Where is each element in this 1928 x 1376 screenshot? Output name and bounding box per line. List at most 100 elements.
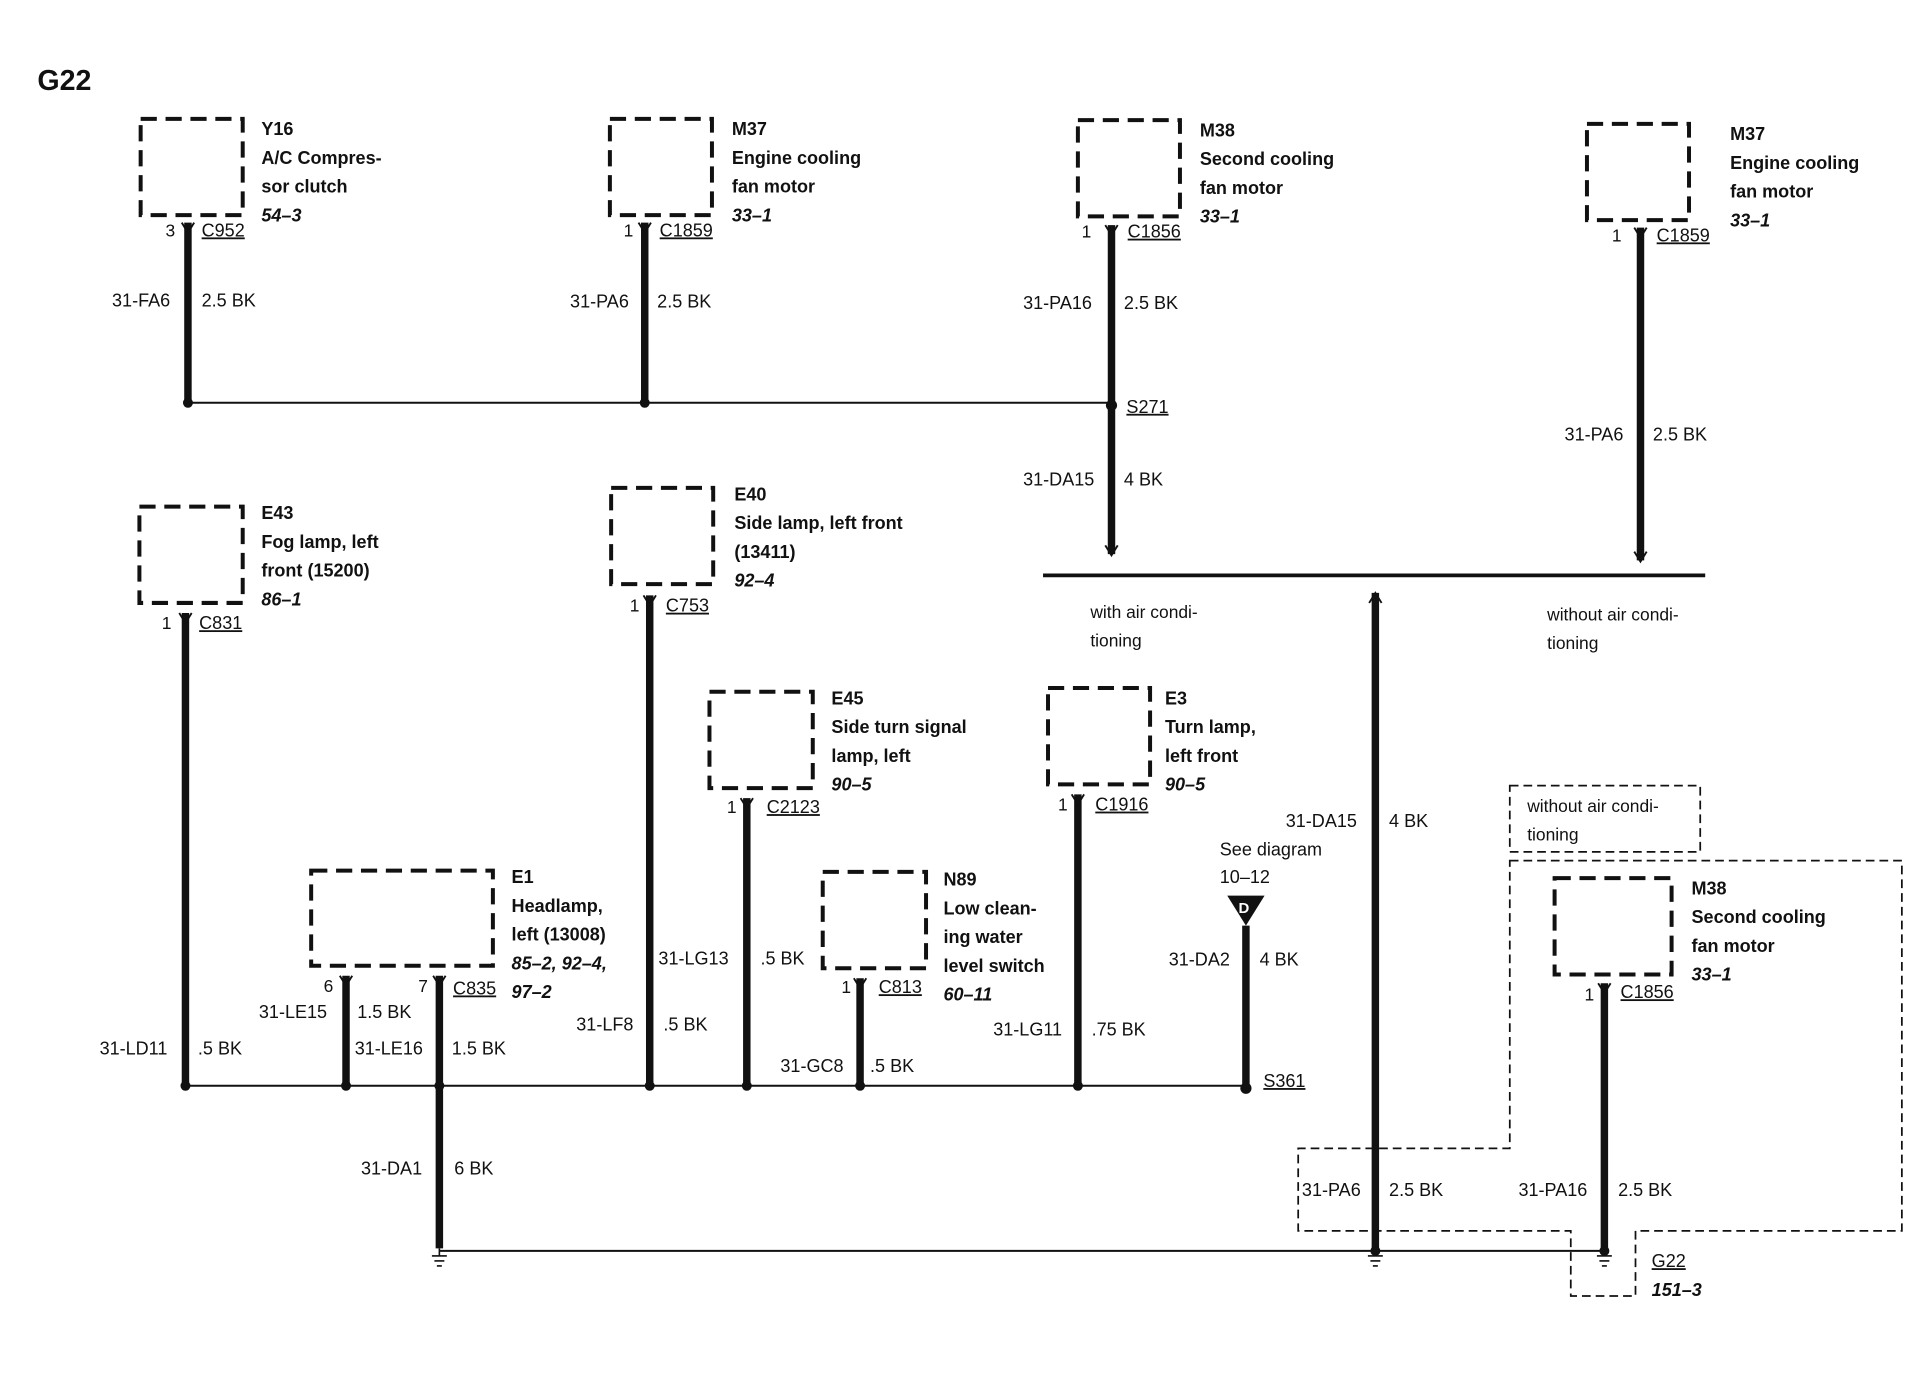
connector-label: C813 xyxy=(879,977,922,997)
pin-number: 7 xyxy=(418,976,428,996)
component-id: E45 xyxy=(831,688,863,708)
component-name: left front xyxy=(1165,746,1238,766)
component-name: Second cooling xyxy=(1200,149,1334,169)
wire-circuit-label: 31-DA15 xyxy=(1286,811,1357,831)
component-name: Fog lamp, left xyxy=(261,532,378,552)
diagram-title: G22 xyxy=(37,65,91,97)
option-note: tioning xyxy=(1527,825,1578,845)
wire-circuit-label: 31-LD11 xyxy=(100,1038,168,1058)
component-name: Second cooling xyxy=(1692,907,1826,927)
component-m37-right: M37 Engine cooling fan motor 33–1 1 C185… xyxy=(1584,121,1859,245)
wire-spec-label: 1.5 BK xyxy=(452,1038,506,1058)
component-name: fan motor xyxy=(1730,182,1813,202)
component-box-m37 xyxy=(607,116,714,218)
component-id: M38 xyxy=(1200,120,1235,140)
splice-label-s271: S271 xyxy=(1126,397,1168,417)
component-box-e3 xyxy=(1046,685,1153,787)
junction-dot xyxy=(434,1080,445,1091)
wire-spec-label: 2.5 BK xyxy=(202,290,256,310)
component-name: lamp, left xyxy=(831,746,910,766)
component-id: Y16 xyxy=(261,119,293,139)
component-id: E1 xyxy=(512,867,534,887)
component-box-n89 xyxy=(820,869,929,971)
junction-dot xyxy=(855,1080,866,1091)
pin-number: 1 xyxy=(727,797,737,817)
component-name: Engine cooling xyxy=(1730,153,1859,173)
option-region-outline xyxy=(1297,859,1903,1297)
wire-circuit-label: 31-LG11 xyxy=(993,1020,1062,1040)
component-name: Low clean- xyxy=(943,898,1036,918)
component-ref: 33–1 xyxy=(1730,210,1770,230)
wire-circuit-label: 31-DA2 xyxy=(1169,950,1230,970)
component-ref: 54–3 xyxy=(261,205,301,225)
junction-dot xyxy=(182,397,193,408)
pin-number: 6 xyxy=(324,976,334,996)
option-note: without air condi- xyxy=(1526,796,1659,816)
component-e1: E1 Headlamp, left (13008) 85–2, 92–4, 97… xyxy=(309,867,607,1002)
component-name: ing water xyxy=(943,927,1022,947)
connector-label: C1859 xyxy=(660,220,713,240)
component-ref: 92–4 xyxy=(734,571,774,591)
component-box-e45 xyxy=(707,689,815,791)
component-m38-lower: M38 Second cooling fan motor 33–1 1 C185… xyxy=(1552,876,1826,1005)
component-name: A/C Compres- xyxy=(261,148,381,168)
pin-number: 1 xyxy=(624,220,634,240)
option-note: with air condi- xyxy=(1089,602,1198,622)
component-id: M38 xyxy=(1692,878,1727,898)
wire-spec-label: 2.5 BK xyxy=(1124,293,1178,313)
component-name: (13411) xyxy=(734,542,795,562)
component-box-m38 xyxy=(1075,118,1182,219)
pin-number: 1 xyxy=(1584,985,1594,1005)
pin-number: 1 xyxy=(1612,225,1622,245)
connector-label: C952 xyxy=(202,220,245,240)
connector-label: C2123 xyxy=(767,797,820,817)
wire-circuit-label: 31-PA6 xyxy=(1565,424,1624,444)
splice-label-s361: S361 xyxy=(1263,1071,1305,1091)
component-m38-top: M38 Second cooling fan motor 33–1 1 C185… xyxy=(1075,118,1334,242)
pin-number: 3 xyxy=(166,220,176,240)
component-box-y16 xyxy=(138,116,245,218)
ground-label-g22: G22 xyxy=(1652,1251,1686,1271)
connector-fork-marks xyxy=(178,222,1648,995)
wire-circuit-label: 31-GC8 xyxy=(780,1056,843,1076)
wire-spec-label: 2.5 BK xyxy=(1618,1180,1672,1200)
wire-circuit-label: 31-PA6 xyxy=(1302,1180,1361,1200)
wire-spec-label: .5 BK xyxy=(663,1015,707,1035)
component-e45: E45 Side turn signal lamp, left 90–5 1 C… xyxy=(707,688,967,817)
junction-dot xyxy=(180,1080,191,1091)
component-y16: Y16 A/C Compres- sor clutch 54–3 3 C952 xyxy=(138,116,382,240)
ground-symbol xyxy=(1367,1250,1383,1267)
wire-circuit-label: 31-LG13 xyxy=(658,948,728,968)
component-id: E43 xyxy=(261,503,293,523)
component-ref: 90–5 xyxy=(831,775,872,795)
component-box-m37 xyxy=(1584,121,1692,223)
wire-spec-label: 4 BK xyxy=(1124,469,1163,489)
pin-number: 1 xyxy=(841,977,851,997)
component-ref: 33–1 xyxy=(1692,965,1732,985)
component-box-e40 xyxy=(609,485,716,587)
component-ref: 86–1 xyxy=(261,589,301,609)
pin-number: 1 xyxy=(1082,222,1092,242)
wire-spec-label: .5 BK xyxy=(198,1038,242,1058)
component-name: Engine cooling xyxy=(732,148,861,168)
component-name: Side turn signal xyxy=(831,717,966,737)
component-ref: 33–1 xyxy=(732,205,772,225)
reference-d-marker xyxy=(1227,895,1265,926)
ground-ref: 151–3 xyxy=(1652,1280,1702,1300)
connector-label: C831 xyxy=(199,613,242,633)
wire-spec-label: 4 BK xyxy=(1389,811,1428,831)
junction-dot xyxy=(741,1080,752,1091)
connector-label: C1856 xyxy=(1128,222,1181,242)
wire-spec-label: 4 BK xyxy=(1260,950,1299,970)
component-name: front (15200) xyxy=(261,561,369,581)
wire-spec-label: 2.5 BK xyxy=(657,292,711,312)
wire-spec-label: 1.5 BK xyxy=(357,1002,411,1022)
pin-number: 1 xyxy=(1058,795,1068,815)
wire-circuit-label: 31-DA15 xyxy=(1023,469,1094,489)
component-ref: 60–11 xyxy=(943,985,992,1005)
wire-circuit-label: 31-LE15 xyxy=(259,1002,327,1022)
reference-marker-label: D xyxy=(1238,900,1249,917)
component-id: E3 xyxy=(1165,688,1187,708)
wire-circuit-label: 31-DA1 xyxy=(361,1159,422,1179)
ground-symbol xyxy=(1596,1250,1612,1267)
